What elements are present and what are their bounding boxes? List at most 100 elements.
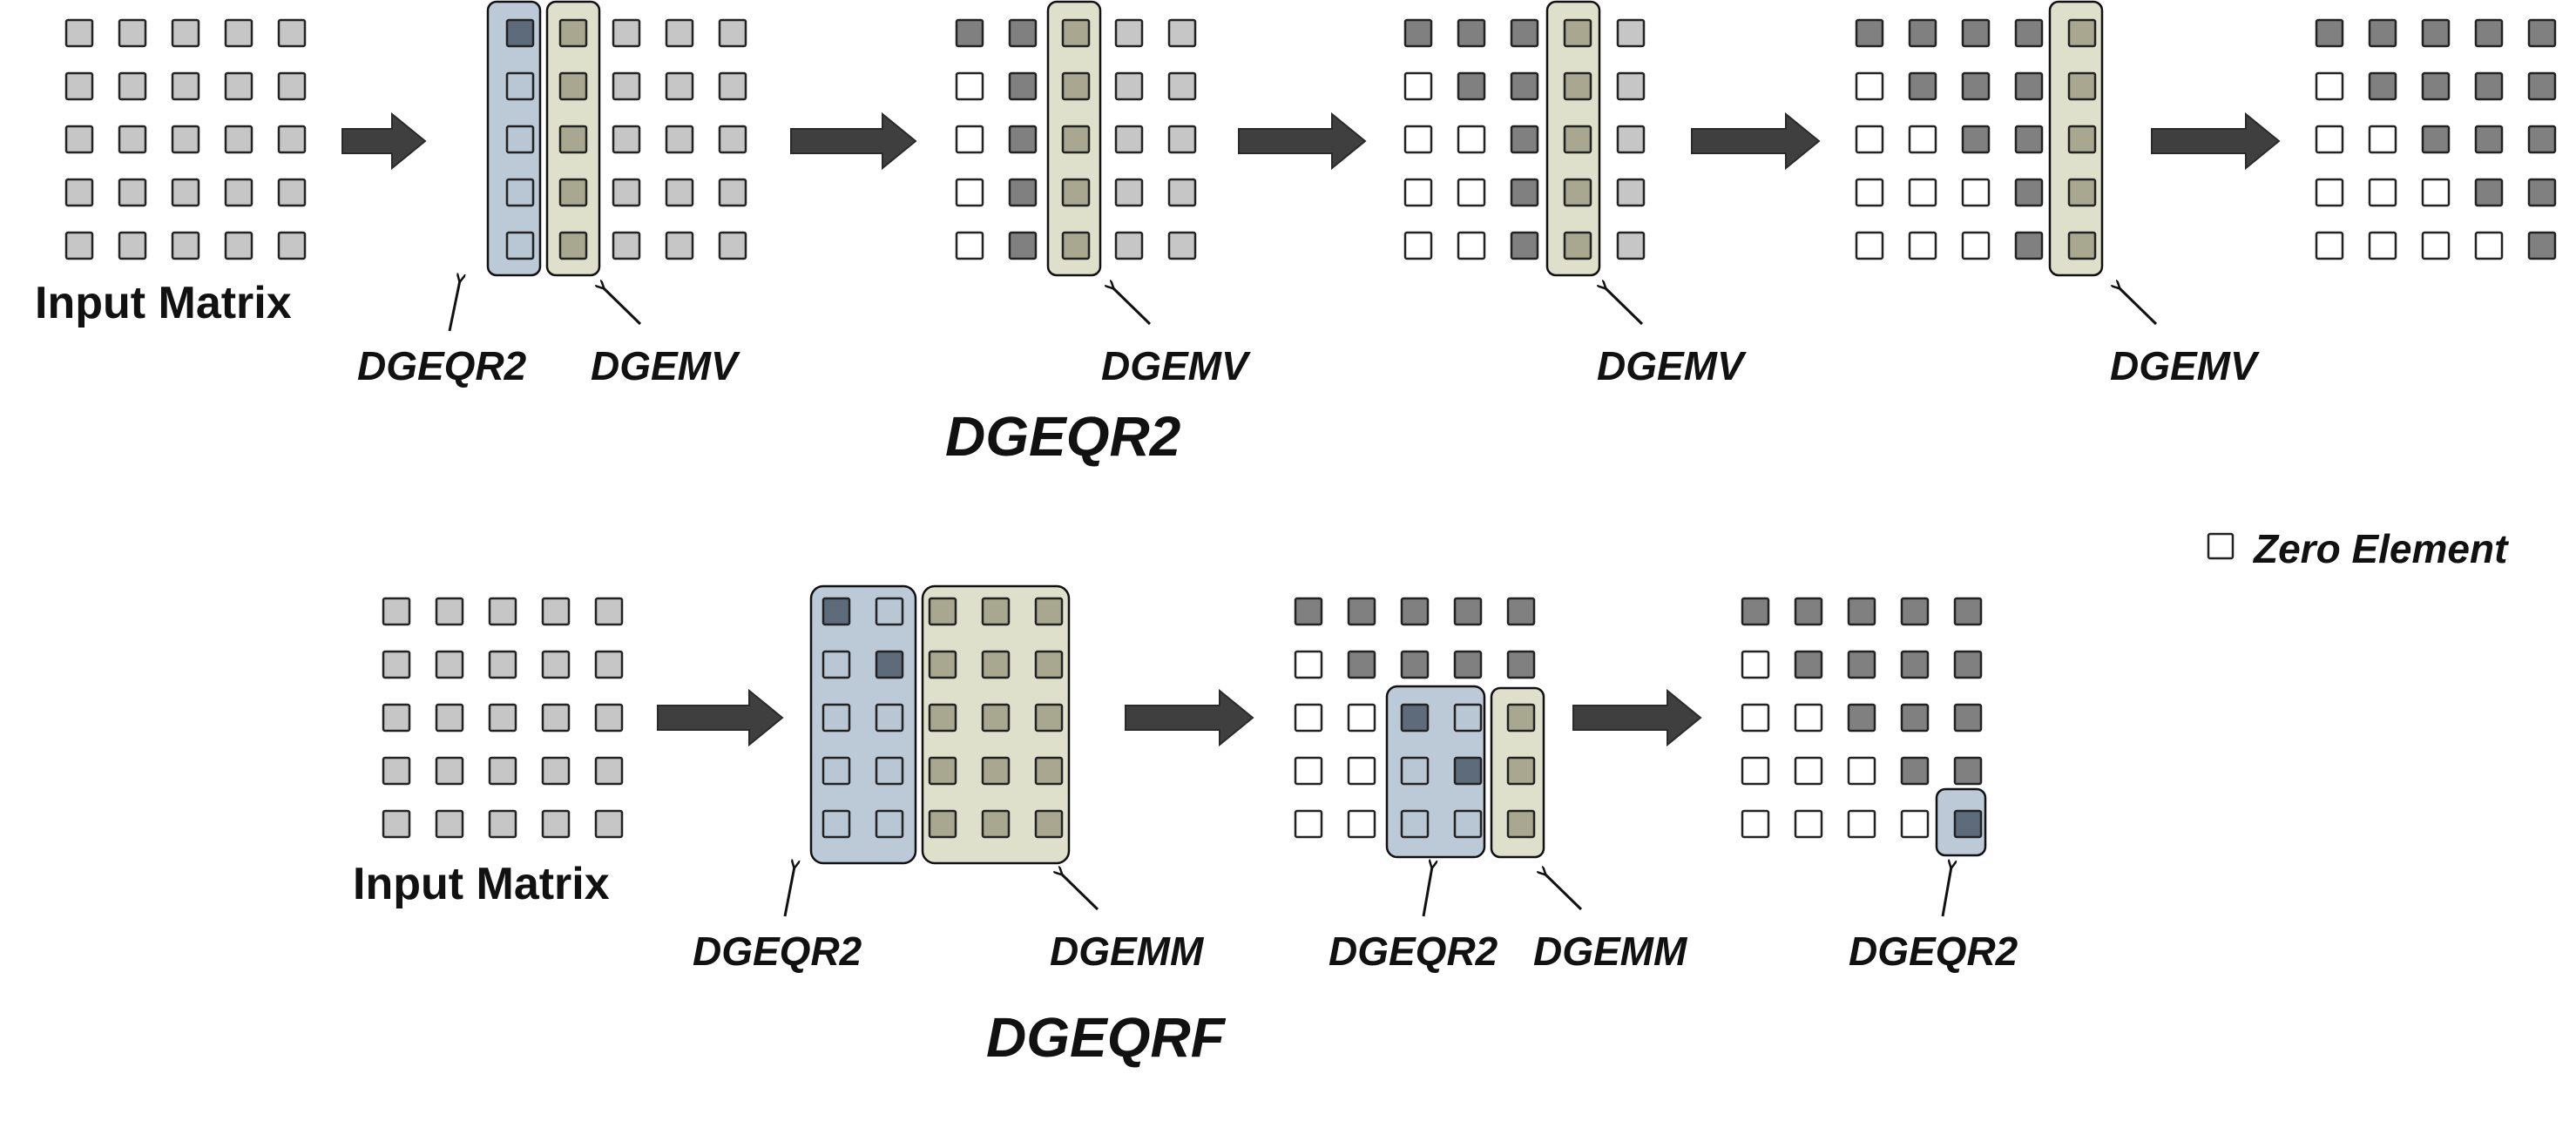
zero-cell — [1741, 756, 1770, 786]
processed-cell — [2527, 18, 2557, 48]
dgeqr2-label-bottom-3: DGEQR2 — [1849, 929, 2018, 974]
input-cell — [1114, 125, 1144, 154]
update-cell — [981, 650, 1011, 679]
zero-cell — [1347, 703, 1376, 733]
input-cell — [382, 809, 411, 839]
update-cell — [558, 18, 588, 48]
input-cell — [1167, 231, 1197, 260]
processed-cell — [1008, 71, 1038, 101]
input-cell — [541, 809, 571, 839]
matrix-top-step-3 — [1403, 18, 1646, 260]
zero-cell — [2315, 231, 2344, 260]
update-cell — [981, 597, 1011, 626]
panel-cell — [875, 703, 904, 733]
processed-cell — [2014, 18, 2044, 48]
update-cell — [981, 809, 1011, 839]
zero-cell — [1457, 125, 1486, 154]
panel-cell — [505, 71, 535, 101]
input-cell — [718, 125, 747, 154]
process-arrow-bottom-1 — [657, 688, 784, 747]
processed-cell — [1457, 18, 1486, 48]
zero-cell — [1855, 231, 1884, 260]
input-cell — [171, 231, 200, 260]
update-cell — [1563, 178, 1592, 207]
input-cell — [541, 703, 571, 733]
update-cell — [928, 650, 957, 679]
processed-cell — [1506, 650, 1536, 679]
update-cell — [1506, 703, 1536, 733]
input-cell — [612, 125, 641, 154]
dgemv-label-top-4: DGEMV — [2110, 343, 2260, 388]
process-arrows — [341, 111, 2281, 747]
zero-cell — [1294, 703, 1323, 733]
processed-cell — [1453, 597, 1483, 626]
input-cell — [435, 756, 464, 786]
input-cell — [64, 125, 94, 154]
processed-cell — [1008, 18, 1038, 48]
processed-cell — [1855, 18, 1884, 48]
zero-cell — [2368, 178, 2397, 207]
input-cell — [665, 231, 694, 260]
processed-cell — [1961, 71, 1991, 101]
input-cell — [718, 231, 747, 260]
process-arrow-top-2 — [790, 111, 917, 171]
input-cell — [64, 18, 94, 48]
update-cell — [2067, 18, 2097, 48]
pointer-bottom-dgeqr2-3 — [1941, 867, 1951, 917]
zero-cell — [2315, 125, 2344, 154]
update-cell — [1034, 756, 1064, 786]
zero-cell — [1403, 231, 1433, 260]
panel-cell — [1453, 809, 1483, 839]
processed-cell — [2014, 71, 2044, 101]
input-cell — [594, 756, 624, 786]
diagonal-cell — [875, 650, 904, 679]
input-matrix-label-bottom: Input Matrix — [353, 859, 610, 909]
processed-cell — [1847, 597, 1876, 626]
input-cell — [665, 178, 694, 207]
panel-cell — [1400, 756, 1430, 786]
update-cell — [1061, 231, 1091, 260]
update-cell — [2067, 178, 2097, 207]
processed-cell — [2368, 71, 2397, 101]
pointer-bottom-dgeqr2-2 — [1422, 867, 1432, 917]
input-cell — [1616, 231, 1646, 260]
update-cell — [1034, 650, 1064, 679]
matrix-bottom-step-2 — [1294, 597, 1536, 839]
processed-cell — [2421, 125, 2451, 154]
processed-cell — [1794, 650, 1823, 679]
process-arrow-top-1 — [341, 111, 427, 171]
input-cell — [488, 650, 517, 679]
update-cell — [1061, 178, 1091, 207]
processed-cell — [1794, 597, 1823, 626]
empty-square-icon — [2207, 532, 2235, 560]
update-cell — [2067, 125, 2097, 154]
processed-cell — [2527, 125, 2557, 154]
panel-cell — [821, 809, 851, 839]
processed-cell — [955, 18, 984, 48]
zero-cell — [1347, 756, 1376, 786]
dgemm-label-bottom-1: DGEMM — [1050, 929, 1205, 974]
processed-cell — [1961, 125, 1991, 154]
input-cell — [224, 125, 254, 154]
legend-zero-label: Zero Element — [2252, 526, 2509, 571]
processed-cell — [2527, 178, 2557, 207]
input-cell — [488, 597, 517, 626]
processed-cell — [1506, 597, 1536, 626]
processed-cell — [1961, 18, 1991, 48]
zero-cell — [955, 125, 984, 154]
zero-cell — [1294, 650, 1323, 679]
input-cell — [718, 18, 747, 48]
process-arrow-top-5 — [2151, 111, 2281, 171]
processed-cell — [1847, 703, 1876, 733]
input-cell — [541, 756, 571, 786]
zero-cell — [1403, 178, 1433, 207]
input-cell — [1114, 178, 1144, 207]
update-cell — [928, 703, 957, 733]
processed-cell — [1510, 178, 1539, 207]
update-cell — [928, 597, 957, 626]
zero-cell — [2315, 178, 2344, 207]
input-matrix-label-top: Input Matrix — [35, 278, 292, 328]
processed-cell — [2474, 71, 2504, 101]
